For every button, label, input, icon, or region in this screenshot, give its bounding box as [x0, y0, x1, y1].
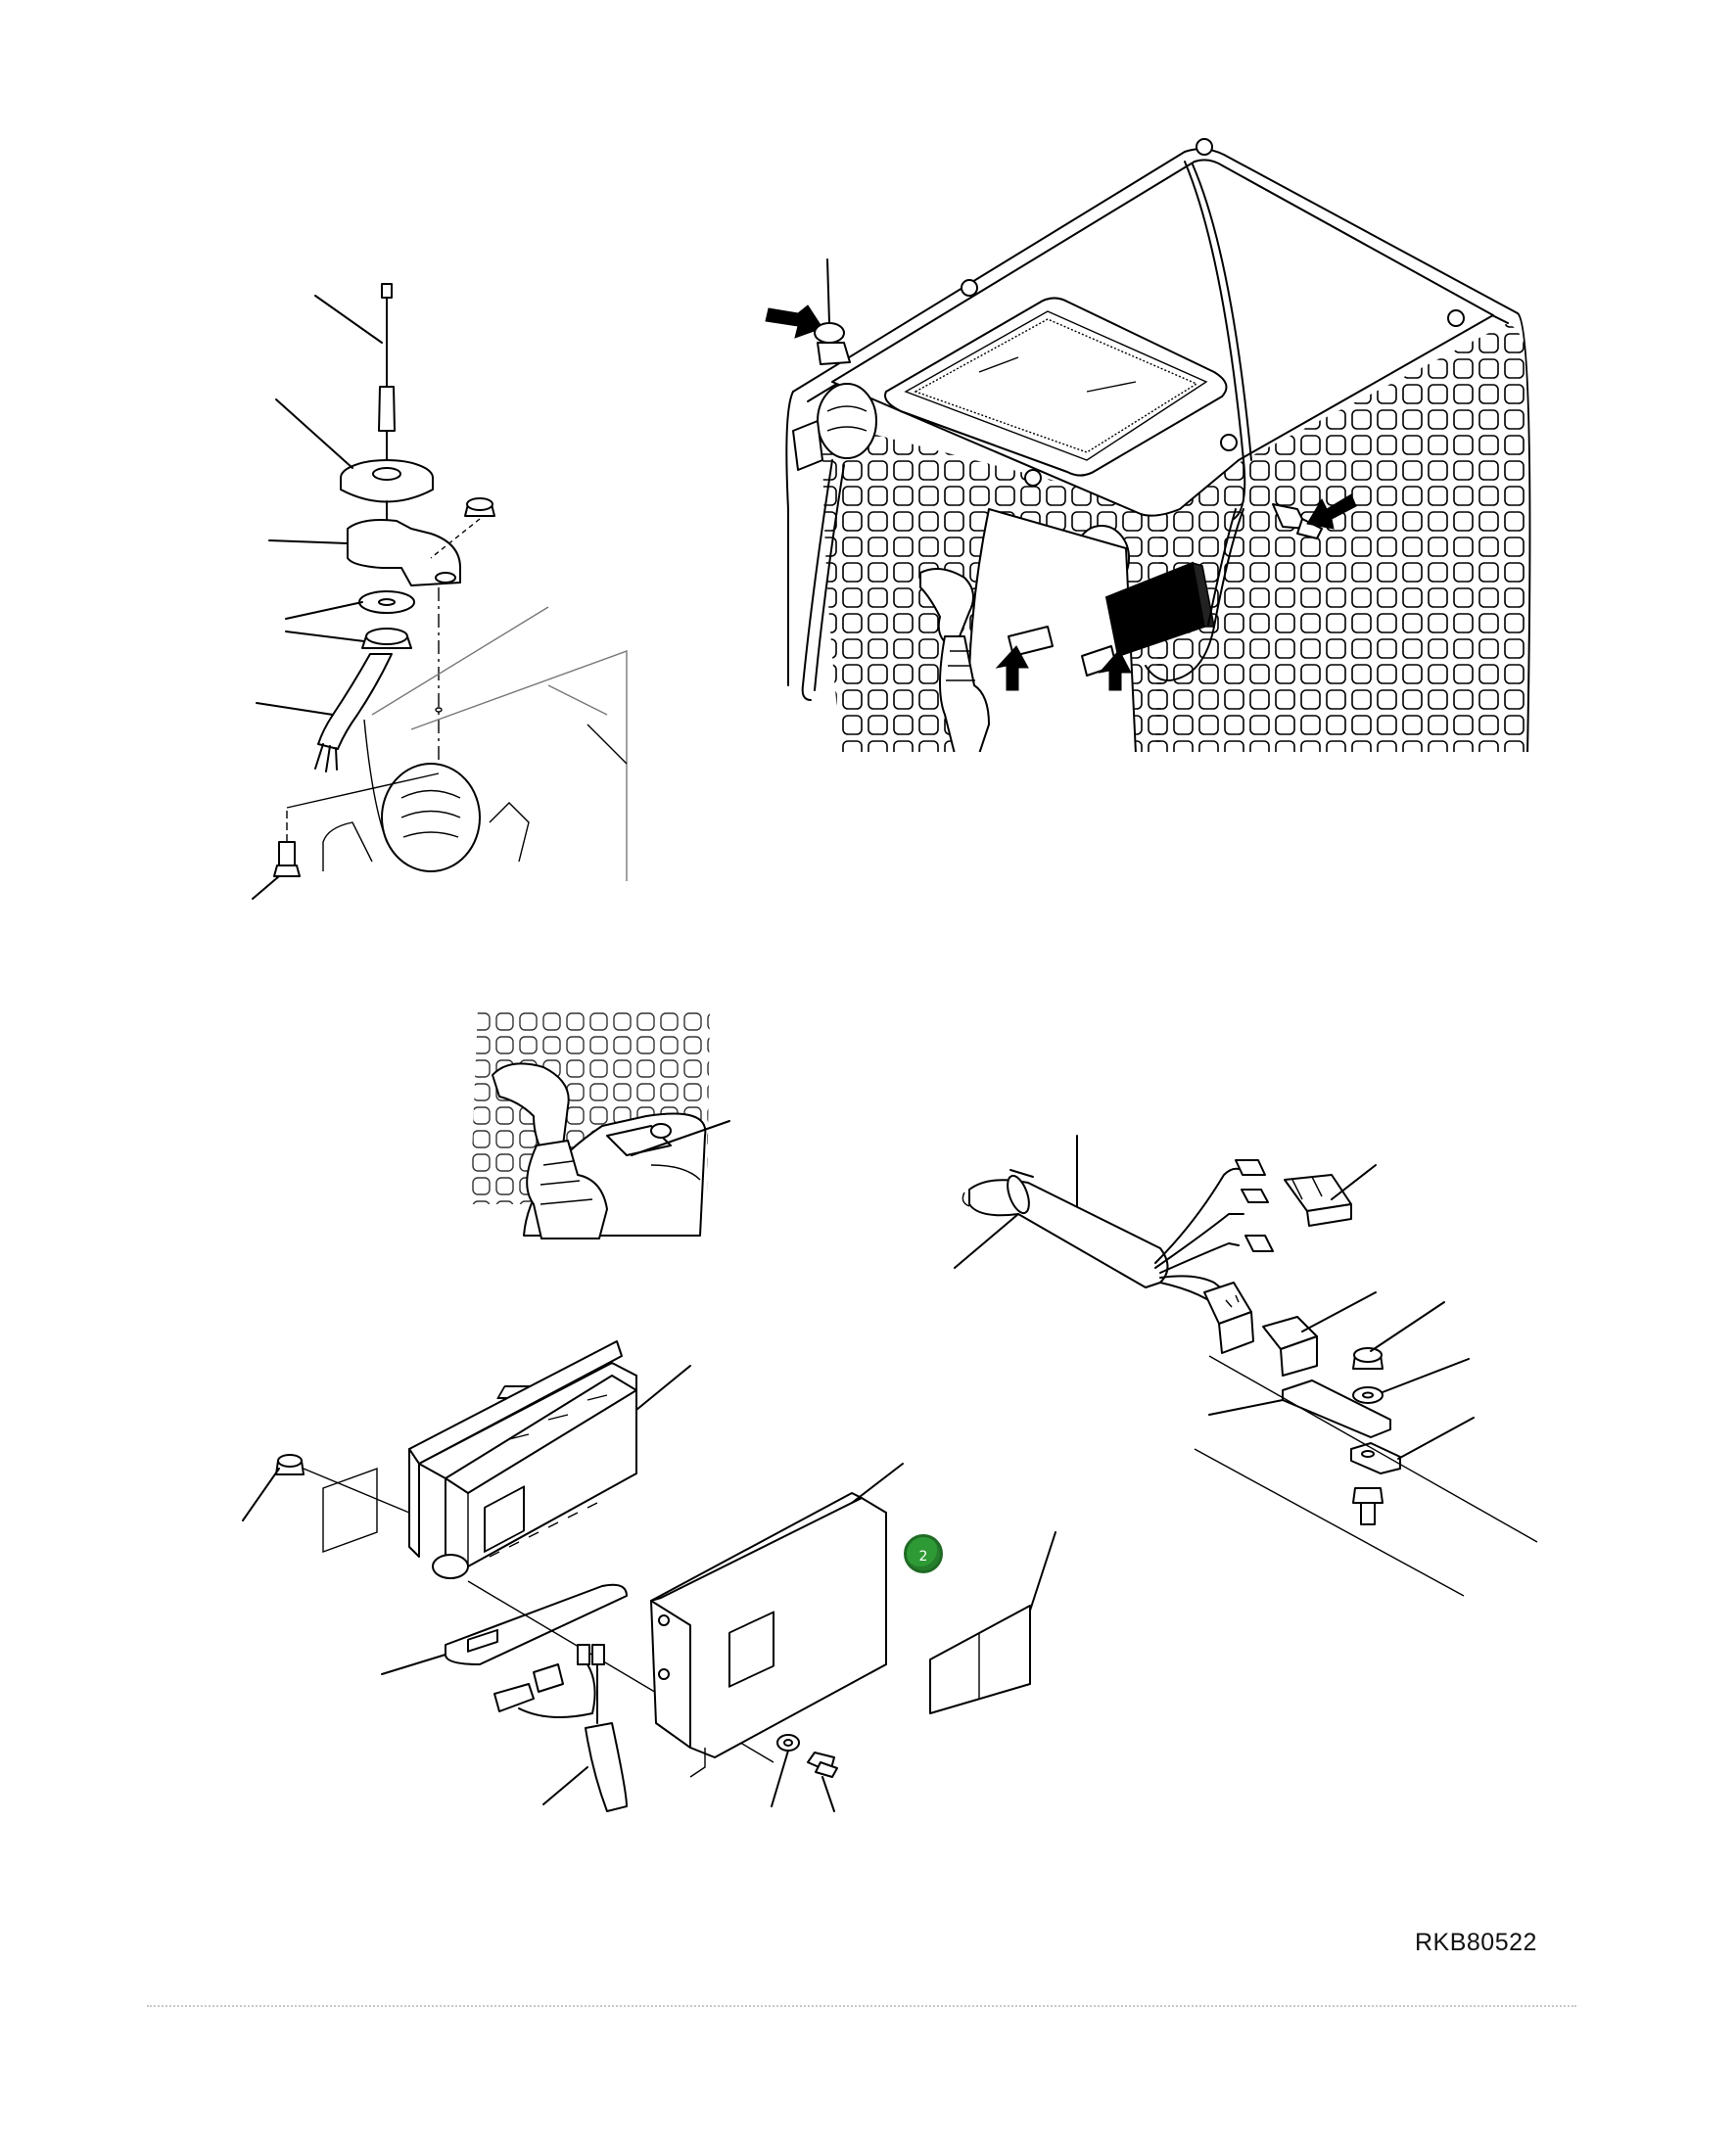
- arrow-pointer-icon: [1098, 649, 1132, 691]
- nut-icon: [275, 1454, 305, 1475]
- wire-harness-view: [496, 1135, 1538, 1597]
- connector-icon: [1284, 1174, 1352, 1227]
- antenna-exploded-view: [252, 283, 628, 900]
- connector-icon: [493, 1644, 605, 1712]
- antenna-icon: [378, 283, 396, 461]
- bolt-icon: [1352, 1487, 1384, 1525]
- bolt-icon: [273, 808, 301, 877]
- antenna-base: [340, 459, 434, 503]
- antenna-bracket: [347, 519, 461, 586]
- nut-icon: [1352, 1347, 1384, 1370]
- work-lamp: [817, 383, 877, 459]
- bolt-icon: [807, 1752, 838, 1778]
- washer-icon: [776, 1734, 800, 1752]
- arrow-pointer-icon: [1306, 493, 1357, 530]
- decal-label: [929, 1605, 1031, 1714]
- joystick-detail-view: [470, 1008, 730, 1239]
- work-lamp: [381, 763, 481, 872]
- connector-icon: [1235, 1159, 1274, 1252]
- relay-connector: [1203, 1282, 1254, 1354]
- connector-icon: [1262, 1316, 1318, 1377]
- control-unit-exploded-view: [242, 1340, 1056, 1812]
- footer-divider: [147, 2005, 1576, 2007]
- antenna-icon: [814, 258, 851, 365]
- joystick: [919, 568, 990, 755]
- cab-assembly-view: [765, 138, 1537, 756]
- nut-icon: [464, 497, 495, 517]
- antenna-cable: [317, 653, 393, 750]
- leader-lines: [252, 295, 383, 900]
- arrow-pointer-icon: [765, 304, 823, 339]
- arrow-pointer-icon: [995, 645, 1029, 691]
- controller-box: [418, 1362, 637, 1579]
- drawing-code: RKB80522: [1415, 1929, 1537, 1956]
- joystick: [492, 1062, 608, 1239]
- controller-cover: [650, 1492, 887, 1778]
- control-unit: [1104, 561, 1215, 658]
- washer-icon: [1352, 1386, 1384, 1404]
- page-badge: 2: [904, 1534, 943, 1573]
- washer-icon: [358, 590, 415, 614]
- nut-icon: [361, 628, 412, 649]
